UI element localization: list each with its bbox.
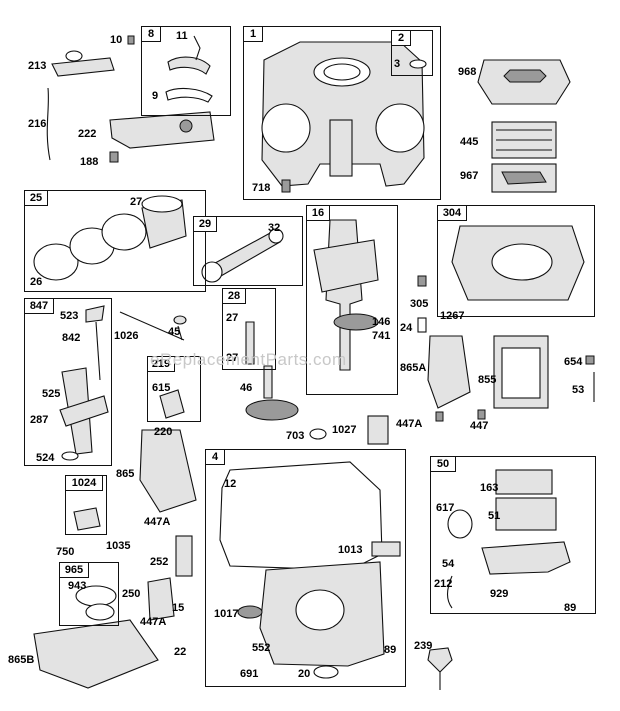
callout-216: 216 (28, 118, 47, 130)
callout-943: 943 (68, 580, 87, 592)
group-box-25 (24, 190, 206, 292)
callout-9: 9 (152, 90, 159, 102)
group-tag-16: 16 (306, 205, 330, 221)
callout-1026: 1026 (114, 330, 139, 342)
callout-447A-c: 447A (140, 616, 167, 628)
callout-865B: 865B (8, 654, 35, 666)
group-box-1 (243, 26, 441, 200)
group-tag-847: 847 (24, 298, 54, 314)
callout-15: 15 (172, 602, 185, 614)
callout-46: 46 (240, 382, 253, 394)
group-box-28 (222, 288, 276, 370)
callout-929: 929 (490, 588, 509, 600)
callout-523: 523 (60, 310, 79, 322)
callout-252: 252 (150, 556, 169, 568)
callout-12: 12 (224, 478, 237, 490)
callout-188: 188 (80, 156, 99, 168)
group-box-965 (59, 562, 119, 626)
callout-691: 691 (240, 668, 259, 680)
group-tag-2: 2 (391, 30, 411, 46)
callout-1027: 1027 (332, 424, 357, 436)
callout-89-b: 89 (384, 644, 397, 656)
callout-222: 222 (78, 128, 97, 140)
group-box-304 (437, 205, 595, 317)
group-box-2 (391, 30, 433, 76)
callout-220: 220 (154, 426, 173, 438)
group-tag-1024: 1024 (65, 475, 103, 491)
callout-146: 146 (372, 316, 391, 328)
callout-447A-a: 447A (396, 418, 423, 430)
callout-239: 239 (414, 640, 433, 652)
callout-552: 552 (252, 642, 271, 654)
callout-27-a: 27 (226, 312, 239, 324)
group-tag-965: 965 (59, 562, 89, 578)
callout-10: 10 (110, 34, 123, 46)
callout-445: 445 (460, 136, 479, 148)
group-box-50 (430, 456, 596, 614)
callout-617: 617 (436, 502, 455, 514)
callout-54: 54 (442, 558, 455, 570)
callout-842: 842 (62, 332, 81, 344)
callout-967: 967 (460, 170, 479, 182)
callout-703: 703 (286, 430, 305, 442)
callout-11: 11 (176, 30, 188, 42)
callout-615: 615 (152, 382, 171, 394)
callout-447: 447 (470, 420, 489, 432)
group-tag-25: 25 (24, 190, 48, 206)
group-box-8 (141, 26, 231, 116)
group-box-29 (193, 216, 303, 286)
callout-855: 855 (478, 374, 497, 386)
callout-865: 865 (116, 468, 135, 480)
callout-26: 26 (30, 276, 43, 288)
callout-89-a: 89 (564, 602, 577, 614)
callout-20: 20 (298, 668, 311, 680)
callout-718: 718 (252, 182, 271, 194)
callout-51: 51 (488, 510, 501, 522)
callout-1267: 1267 (440, 310, 465, 322)
callout-1013: 1013 (338, 544, 363, 556)
callout-968: 968 (458, 66, 477, 78)
callout-750: 750 (56, 546, 75, 558)
callout-212: 212 (434, 578, 453, 590)
group-tag-29: 29 (193, 216, 217, 232)
callout-22: 22 (174, 646, 187, 658)
callout-27-piston: 27 (130, 196, 143, 208)
group-box-4 (205, 449, 406, 687)
watermark: eReplacementParts.com (150, 350, 347, 369)
callout-524: 524 (36, 452, 55, 464)
callout-447A-b: 447A (144, 516, 171, 528)
callout-654: 654 (564, 356, 583, 368)
callout-525: 525 (42, 388, 61, 400)
callout-250: 250 (122, 588, 141, 600)
callout-24: 24 (400, 322, 413, 334)
callout-865A: 865A (400, 362, 427, 374)
group-tag-28: 28 (222, 288, 246, 304)
callout-1017: 1017 (214, 608, 239, 620)
callout-1035: 1035 (106, 540, 131, 552)
group-tag-304: 304 (437, 205, 467, 221)
group-tag-219: 219 (147, 356, 175, 372)
callout-213: 213 (28, 60, 47, 72)
group-tag-50: 50 (430, 456, 456, 472)
callout-32: 32 (268, 222, 281, 234)
callout-305: 305 (410, 298, 429, 310)
callout-163: 163 (480, 482, 499, 494)
callout-287: 287 (30, 414, 49, 426)
callout-741: 741 (372, 330, 391, 342)
callout-53: 53 (572, 384, 585, 396)
callout-3: 3 (394, 58, 401, 70)
group-tag-8: 8 (141, 26, 161, 42)
group-box-16 (306, 205, 398, 395)
callout-45: 45 (168, 326, 181, 338)
callout-27-b: 27 (226, 352, 239, 364)
group-tag-4: 4 (205, 449, 225, 465)
group-box-847 (24, 298, 112, 466)
group-tag-1: 1 (243, 26, 263, 42)
